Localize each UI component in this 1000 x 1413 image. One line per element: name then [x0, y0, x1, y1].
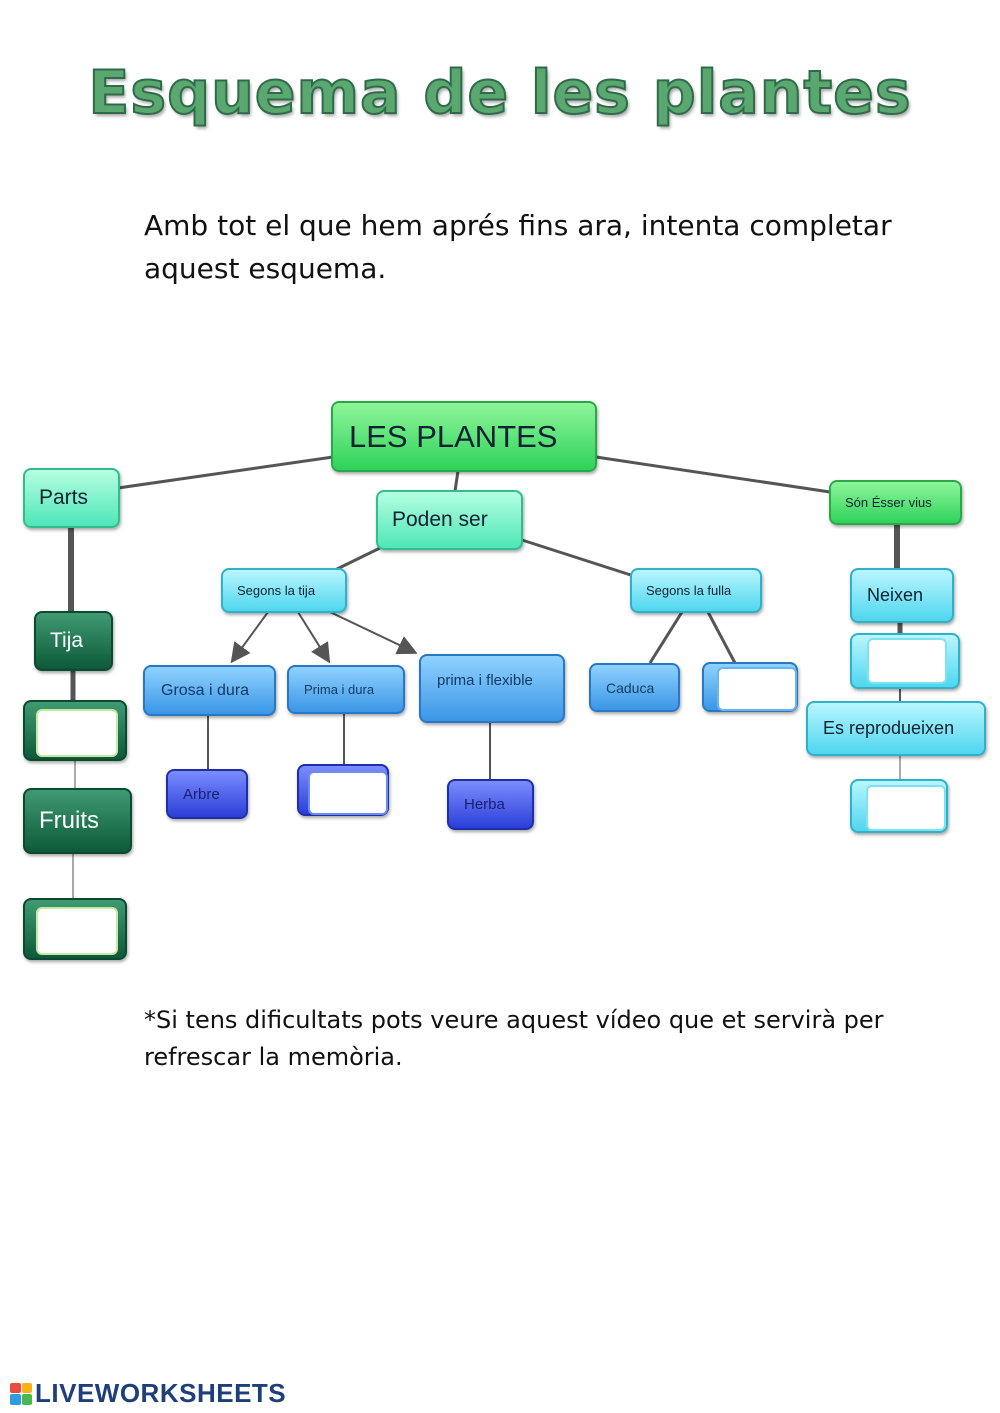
- parts-node: Parts: [23, 468, 120, 528]
- neixen-label: Neixen: [867, 585, 924, 605]
- herba-node: Herba: [447, 779, 534, 830]
- poden-ser-label: Poden ser: [392, 508, 488, 531]
- arbre-label: Arbre: [183, 785, 220, 803]
- herba-label: Herba: [464, 796, 505, 813]
- essers-blank-box-1: [850, 633, 960, 689]
- parts-answer-input-2[interactable]: [36, 907, 118, 955]
- essers-label: Són Ésser vius: [845, 495, 932, 510]
- parts-label: Parts: [39, 486, 89, 509]
- segons-tija-node: Segons la tija: [221, 568, 347, 613]
- caduca-node: Caduca: [589, 663, 680, 712]
- parts-answer-input-1[interactable]: [36, 709, 118, 757]
- intro-text: Amb tot el que hem aprés fins ara, inten…: [144, 209, 892, 285]
- essers-answer-input-1[interactable]: [867, 638, 947, 684]
- essers-answer-input-2[interactable]: [866, 785, 946, 831]
- tija-blank-box: [297, 764, 389, 816]
- parts-blank-box-2: [23, 898, 127, 960]
- tija-node: Tija: [34, 611, 113, 671]
- page-title: Esquema de les plantes: [87, 57, 912, 129]
- arbre-node: Arbre: [166, 769, 248, 819]
- grosa-label: Grosa i dura: [161, 681, 250, 699]
- prima-dura-label: Prima i dura: [304, 682, 375, 697]
- segons-fulla-node: Segons la fulla: [630, 568, 762, 613]
- grosa-node: Grosa i dura: [143, 665, 276, 716]
- help-note: *Si tens dificultats pots veure aquest v…: [144, 1006, 884, 1071]
- root-node: LES PLANTES: [331, 401, 597, 472]
- brand-name: LIVEWORKSHEETS: [35, 1378, 287, 1408]
- prima-dura-node: Prima i dura: [287, 665, 405, 714]
- essers-blank-box-2: [850, 779, 948, 833]
- essers-node: Són Ésser vius: [829, 480, 962, 525]
- fulla-answer-input[interactable]: [717, 667, 797, 711]
- reprodueixen-node: Es reprodueixen: [806, 701, 986, 756]
- tija-answer-input[interactable]: [308, 771, 388, 815]
- liveworksheets-logo-icon: [10, 1382, 32, 1405]
- reprodueixen-label: Es reprodueixen: [823, 718, 955, 738]
- fruits-node: Fruits: [23, 788, 132, 854]
- prima-flexible-label: prima i flexible: [437, 672, 533, 689]
- fruits-label: Fruits: [39, 807, 99, 834]
- prima-flexible-node: prima i flexible: [419, 654, 565, 723]
- segons-fulla-label: Segons la fulla: [646, 583, 732, 598]
- caduca-label: Caduca: [606, 679, 655, 696]
- neixen-node: Neixen: [850, 568, 954, 623]
- tija-label: Tija: [50, 629, 84, 652]
- footer-brand[interactable]: LIVEWORKSHEETS: [10, 1378, 286, 1409]
- poden-ser-node: Poden ser: [376, 490, 523, 550]
- fulla-blank-box: [702, 662, 798, 712]
- parts-blank-box-1: [23, 700, 127, 761]
- root-label: LES PLANTES: [349, 418, 558, 454]
- segons-tija-label: Segons la tija: [237, 583, 316, 598]
